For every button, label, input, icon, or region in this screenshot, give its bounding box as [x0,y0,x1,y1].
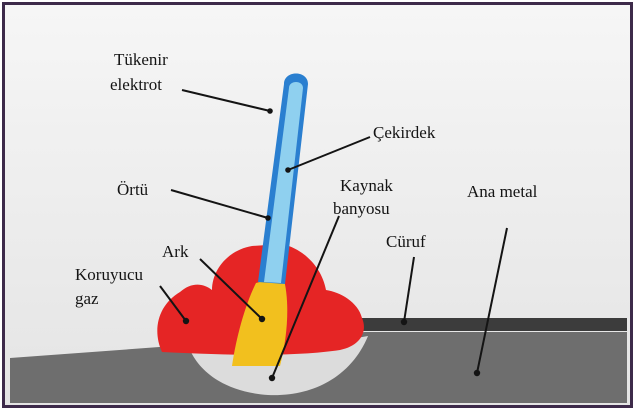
label-shielding-gas-1: Koruyucu [75,265,143,284]
label-consumable-electrode-1: Tükenir [114,50,168,69]
label-coating: Örtü [117,180,149,199]
label-arc: Ark [162,242,189,261]
dot-shielding-gas [183,318,189,324]
slag-layer [360,318,627,331]
dot-arc [259,316,265,322]
label-shielding-gas-2: gaz [75,289,99,308]
label-weld-pool-1: Kaynak [340,176,393,195]
dot-weld-pool [269,375,275,381]
dot-base-metal [474,370,480,376]
label-weld-pool-2: banyosu [333,199,390,218]
label-slag: Cüruf [386,232,426,251]
dot-electrode [267,108,273,114]
dot-coating [265,215,271,221]
dot-slag [401,319,407,325]
label-core: Çekirdek [373,123,436,142]
label-consumable-electrode-2: elektrot [110,75,162,94]
dot-core [285,167,291,173]
label-base-metal: Ana metal [467,182,538,201]
